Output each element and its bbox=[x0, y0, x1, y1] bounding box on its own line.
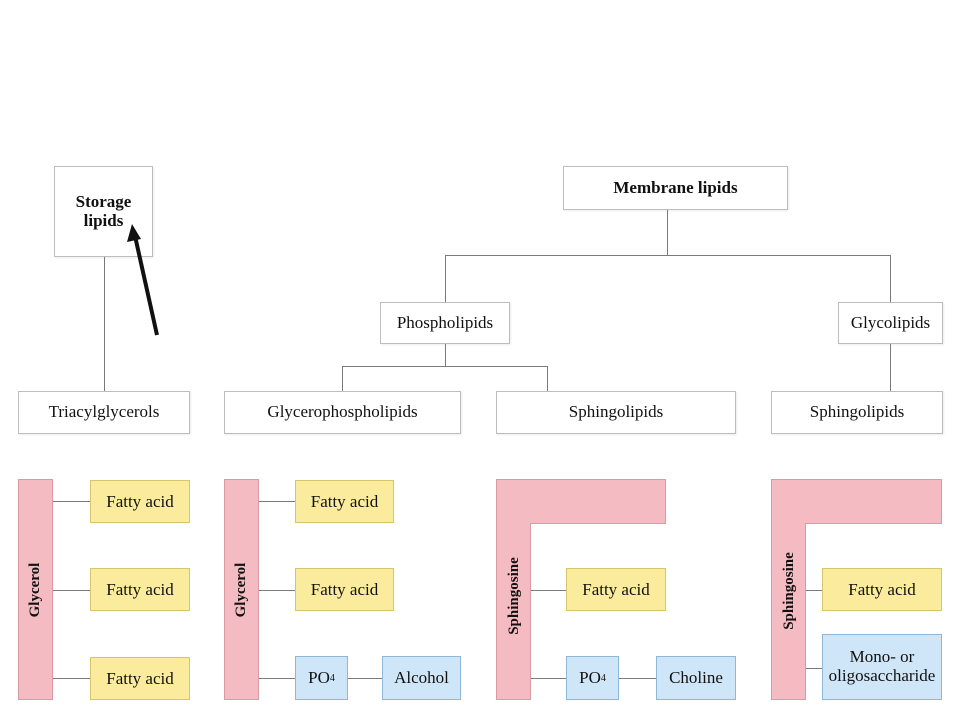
link-2c bbox=[259, 678, 295, 679]
phospho-branch bbox=[342, 366, 548, 367]
sphingolipids-label-2: Sphingolipids bbox=[809, 402, 905, 422]
link-2b bbox=[259, 590, 295, 591]
membrane-lipids-label: Membrane lipids bbox=[613, 177, 738, 197]
link-2d bbox=[348, 678, 382, 679]
link-4b bbox=[806, 668, 822, 669]
glycero-drop bbox=[342, 366, 343, 391]
sphingosine-fill-1 bbox=[497, 480, 530, 699]
fatty-acid-1b: Fatty acid bbox=[90, 568, 190, 611]
glycerol-backbone-1 bbox=[18, 479, 53, 700]
sphingo-drop bbox=[547, 366, 548, 391]
pointer-arrow-icon bbox=[127, 224, 159, 336]
glycerophospholipids-label: Glycerophospholipids bbox=[267, 402, 418, 422]
link-4a bbox=[806, 590, 822, 591]
glycolipids-box: Glycolipids bbox=[838, 302, 943, 344]
po4-subscript-2: 4 bbox=[329, 672, 335, 684]
glycerol-label-2: Glycerol bbox=[232, 562, 249, 618]
glycerol-label-1: Glycerol bbox=[26, 562, 43, 618]
glycolipids-label: Glycolipids bbox=[850, 312, 931, 332]
alcohol-box: Alcohol bbox=[382, 656, 461, 700]
sphingosine-fill-2 bbox=[772, 480, 805, 699]
sphingosine-label-2: Sphingosine bbox=[780, 552, 797, 630]
membrane-stem bbox=[667, 210, 668, 256]
choline-box: Choline bbox=[656, 656, 736, 700]
link-3a bbox=[531, 590, 566, 591]
glyco-drop bbox=[890, 255, 891, 302]
fatty-acid-1a: Fatty acid bbox=[90, 480, 190, 523]
sphingolipids-box-2: Sphingolipids bbox=[771, 391, 943, 434]
fatty-acid-2a: Fatty acid bbox=[295, 480, 394, 523]
phospholipids-box: Phospholipids bbox=[380, 302, 510, 344]
fatty-acid-4: Fatty acid bbox=[822, 568, 942, 611]
link-1a bbox=[53, 501, 90, 502]
membrane-lipids-box: Membrane lipids bbox=[563, 166, 788, 210]
storage-lipids-box: Storage lipids bbox=[54, 166, 153, 257]
membrane-branch bbox=[445, 255, 891, 256]
phospho-drop bbox=[445, 255, 446, 302]
storage-lipids-label: Storage lipids bbox=[75, 191, 132, 230]
fatty-acid-2b: Fatty acid bbox=[295, 568, 394, 611]
glycerol-backbone-2 bbox=[224, 479, 259, 700]
link-3b bbox=[531, 678, 566, 679]
link-2a bbox=[259, 501, 295, 502]
triacylglycerols-label: Triacylglycerols bbox=[48, 402, 160, 422]
phospho-stem bbox=[445, 344, 446, 367]
po4-subscript-3: 4 bbox=[600, 672, 606, 684]
link-3c bbox=[619, 678, 656, 679]
triacylglycerols-box: Triacylglycerols bbox=[18, 391, 190, 434]
sphingolipids-box-1: Sphingolipids bbox=[496, 391, 736, 434]
glycerophospholipids-box: Glycerophospholipids bbox=[224, 391, 461, 434]
link-1c bbox=[53, 678, 90, 679]
po4-label-3: PO bbox=[579, 667, 601, 687]
saccharide-label: Mono- or oligosaccharide bbox=[828, 647, 936, 685]
link-1b bbox=[53, 590, 90, 591]
sphingosine-label-1: Sphingosine bbox=[505, 557, 522, 635]
fatty-acid-1c: Fatty acid bbox=[90, 657, 190, 700]
sphingolipids-label-1: Sphingolipids bbox=[568, 402, 664, 422]
storage-connector bbox=[104, 257, 105, 391]
glyco-stem bbox=[890, 344, 891, 391]
saccharide-box: Mono- or oligosaccharide bbox=[822, 634, 942, 700]
fatty-acid-3: Fatty acid bbox=[566, 568, 666, 611]
phospholipids-label: Phospholipids bbox=[396, 312, 494, 332]
po4-label-2: PO bbox=[308, 667, 330, 687]
